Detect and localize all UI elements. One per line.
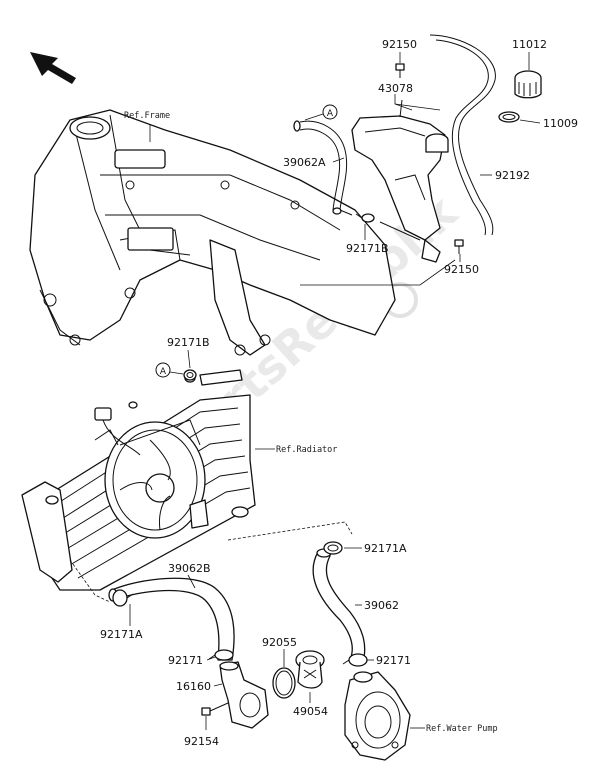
overflow-hose-92192 <box>429 34 496 236</box>
water-pump-assembly <box>344 671 411 761</box>
reservoir-tank <box>351 99 449 263</box>
clamp-92171A-left <box>112 589 134 607</box>
label-43078: 43078 <box>378 82 413 95</box>
radiator-fan <box>104 419 209 539</box>
hose-39062B <box>108 577 235 661</box>
o-ring-11009 <box>498 111 520 123</box>
label-92154: 92154 <box>184 735 219 748</box>
clamp-92171B-mid <box>183 369 197 381</box>
label-92150-mid: 92150 <box>444 263 479 276</box>
svg-text:A: A <box>327 109 334 119</box>
callout-a-bottom: A <box>155 362 184 378</box>
label-92171B-mid: 92171B <box>167 336 210 349</box>
label-39062B: 39062B <box>168 562 211 575</box>
label-11009: 11009 <box>543 117 578 130</box>
hose-39062A <box>293 120 348 215</box>
alignment-dash <box>227 521 353 541</box>
clamp-92171-right <box>342 653 368 667</box>
alignment-line-top <box>300 259 456 286</box>
hose-39062 <box>312 548 366 665</box>
label-11012: 11012 <box>512 38 547 51</box>
label-39062: 39062 <box>364 599 399 612</box>
overflow-hose-92192-edge <box>435 39 489 236</box>
clamp-92171B-top <box>355 213 375 223</box>
label-49054: 49054 <box>293 705 328 718</box>
ref-water-pump-label: Ref.Water Pump <box>426 724 498 734</box>
o-ring-92055 <box>272 667 296 699</box>
label-39062A: 39062A <box>283 156 326 169</box>
hose-connector-b <box>379 221 421 241</box>
ref-frame-label: Ref.Frame <box>124 111 170 121</box>
frame-assembly <box>29 109 396 356</box>
thermostat-housing-16160 <box>219 661 269 729</box>
label-16160: 16160 <box>176 680 211 693</box>
bolt-92150-mid <box>454 239 464 254</box>
reservoir-cap-11012 <box>514 70 542 99</box>
bolt-92150-top <box>395 63 405 78</box>
front-direction-arrow-icon <box>30 52 76 84</box>
leader-lines <box>129 52 541 730</box>
part-labels: 92150 11012 43078 11009 39062A 92192 921… <box>100 38 578 748</box>
thermostat-49054 <box>295 650 325 689</box>
label-92171-right: 92171 <box>376 654 411 667</box>
label-92171A-left: 92171A <box>100 628 143 641</box>
clamp-92171-left <box>208 649 234 661</box>
clamp-92171A-right <box>323 541 343 555</box>
ref-radiator-label: Ref.Radiator <box>276 445 337 455</box>
svg-text:A: A <box>160 367 167 377</box>
label-92055: 92055 <box>262 636 297 649</box>
bolt-92154 <box>201 702 229 716</box>
fan-connector <box>94 401 141 456</box>
label-92192: 92192 <box>495 169 530 182</box>
label-92171A-right: 92171A <box>364 542 407 555</box>
hose-connector <box>339 209 353 216</box>
callout-a-top: A <box>304 104 338 121</box>
label-92171-left: 92171 <box>168 654 203 667</box>
label-92150-top: 92150 <box>382 38 417 51</box>
label-92171B-top: 92171B <box>346 242 389 255</box>
